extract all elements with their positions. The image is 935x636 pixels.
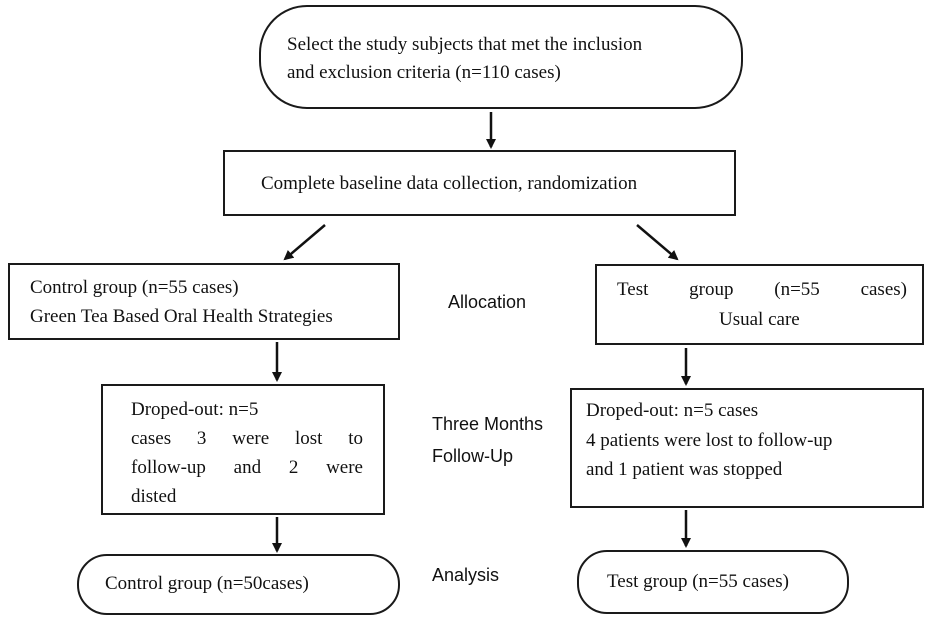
test-group-node: Test group (n=55 cases) Usual care: [595, 264, 924, 345]
stage-label-followup-line1: Three Months: [432, 414, 544, 434]
test-group-line2: Usual care: [719, 309, 800, 330]
test-dropout-line1: Droped-out: n=5 cases: [586, 400, 759, 421]
inclusion-criteria-node: Select the study subjects that met the i…: [259, 5, 743, 109]
stage-label-analysis: Analysis: [432, 565, 500, 585]
control-analysis-node: Control group (n=50cases): [77, 554, 400, 615]
inclusion-criteria-line2: and exclusion criteria (n=110 cases): [287, 62, 561, 83]
control-dropout-word: and: [233, 457, 262, 478]
test-group-line1: Test group (n=55 cases): [617, 276, 907, 304]
test-group-word-4: cases): [860, 279, 907, 300]
arrow-baseline-to-control: [283, 224, 326, 261]
control-dropout-word: were: [232, 428, 270, 449]
baseline-randomization-text: Complete baseline data collection, rando…: [261, 173, 638, 194]
control-group-line2: Green Tea Based Oral Health Strategies: [30, 306, 333, 327]
test-dropout-line3: and 1 patient was stopped: [586, 459, 783, 480]
control-dropout-word: follow-up: [131, 457, 206, 478]
test-dropout-line2: 4 patients were lost to follow-up: [586, 430, 833, 451]
control-dropout-word: were: [326, 457, 363, 478]
baseline-randomization-node: Complete baseline data collection, rando…: [223, 150, 736, 216]
control-group-node: Control group (n=55 cases) Green Tea Bas…: [8, 263, 400, 340]
test-group-word-3: (n=55: [774, 279, 820, 300]
control-dropout-line2: cases 3 were lost to: [131, 425, 363, 453]
stage-label-followup-line2: Follow-Up: [432, 446, 514, 466]
control-analysis-text: Control group (n=50cases): [105, 573, 309, 594]
test-dropout-node: Droped-out: n=5 cases 4 patients were lo…: [570, 388, 924, 508]
test-group-word-1: Test: [617, 279, 649, 300]
control-dropout-line3: follow-up and 2 were: [131, 454, 363, 482]
control-dropout-word: to: [348, 428, 363, 449]
control-dropout-word: cases: [131, 428, 172, 449]
control-dropout-node: Droped-out: n=5 cases 3 were lost to fol…: [101, 384, 385, 515]
stage-label-allocation: Allocation: [448, 292, 527, 312]
control-dropout-line1: Droped-out: n=5: [131, 399, 259, 420]
control-dropout-line4: disted: [131, 486, 177, 507]
test-group-word-2: group: [689, 279, 734, 300]
arrow-baseline-to-test: [636, 224, 679, 261]
test-analysis-node: Test group (n=55 cases): [577, 550, 849, 614]
control-dropout-word: 3: [196, 428, 207, 449]
control-dropout-word: lost: [294, 428, 323, 449]
inclusion-criteria-line1: Select the study subjects that met the i…: [287, 34, 643, 55]
test-analysis-text: Test group (n=55 cases): [607, 571, 789, 592]
control-group-line1: Control group (n=55 cases): [30, 277, 239, 298]
control-dropout-word: 2: [288, 457, 299, 478]
